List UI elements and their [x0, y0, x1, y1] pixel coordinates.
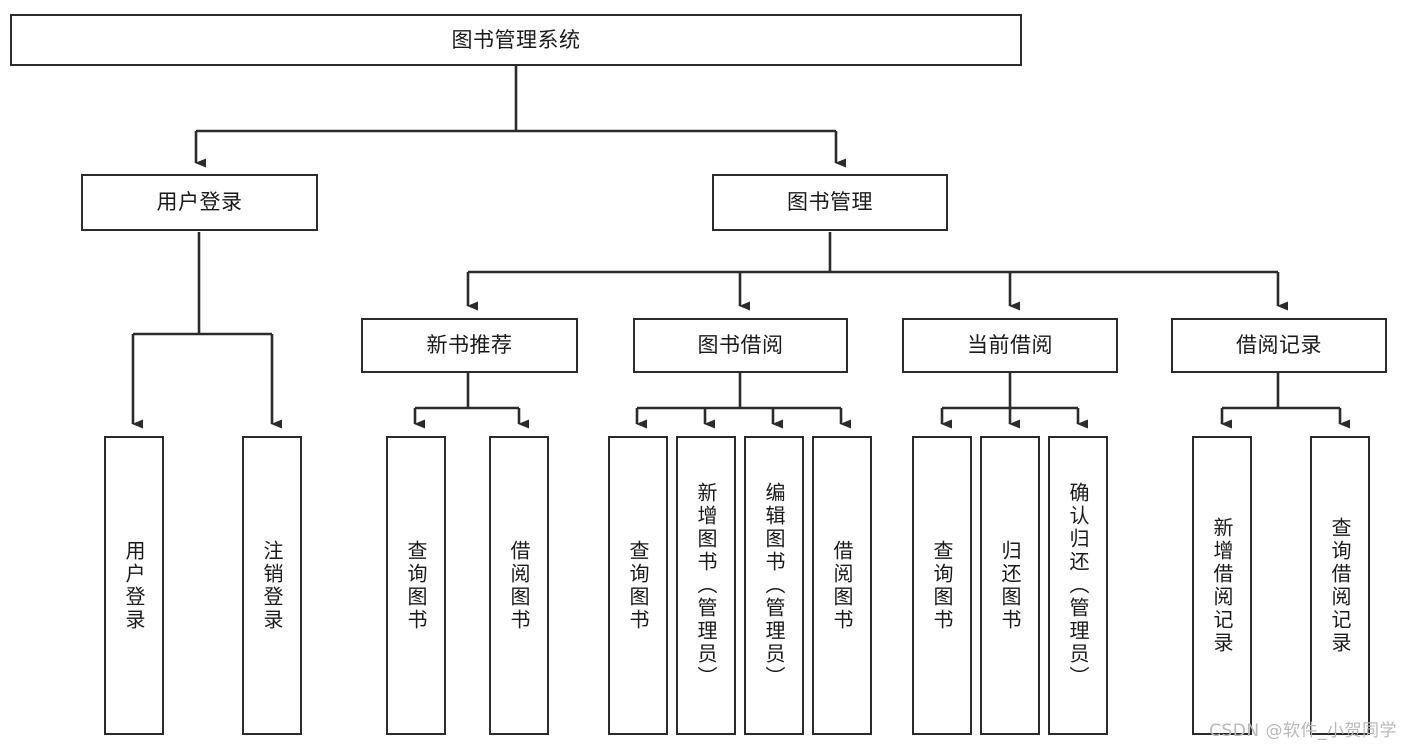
csdn-watermark: CSDN @软件_小贺同学: [1209, 721, 1397, 741]
node-leaf-logout-label: 注销登录: [260, 539, 284, 632]
node-book-borrow[interactable]: 图书借阅: [633, 318, 848, 373]
node-leaf-query-book-recommend-label: 查询图书: [404, 539, 428, 632]
node-leaf-query-book-current-label: 查询图书: [930, 539, 954, 632]
node-leaf-edit-book-admin-label: 编辑图书（管理员）: [762, 482, 786, 689]
node-leaf-borrow-book[interactable]: 借阅图书: [812, 436, 872, 735]
node-book-management-label: 图书管理: [787, 190, 873, 215]
edges-userlogin-to-leaves: [131, 232, 282, 429]
node-borrow-record-label: 借阅记录: [1236, 333, 1322, 358]
node-leaf-user-login-label: 用户登录: [122, 539, 146, 632]
node-leaf-query-book-recommend[interactable]: 查询图书: [386, 436, 446, 735]
node-borrow-record[interactable]: 借阅记录: [1171, 318, 1387, 373]
edges-newbook-to-leaves: [413, 373, 529, 429]
node-leaf-add-book-admin[interactable]: 新增图书（管理员）: [676, 436, 736, 735]
edges-bookborrow-to-leaves: [635, 373, 851, 429]
node-new-book-recommend[interactable]: 新书推荐: [361, 318, 578, 373]
node-leaf-query-borrow-record[interactable]: 查询借阅记录: [1310, 436, 1370, 735]
node-current-borrow[interactable]: 当前借阅: [902, 318, 1118, 373]
node-leaf-user-login[interactable]: 用户登录: [104, 436, 164, 735]
node-leaf-borrow-book-recommend-label: 借阅图书: [507, 539, 531, 632]
node-leaf-query-book-current[interactable]: 查询图书: [912, 436, 972, 735]
node-book-borrow-label: 图书借阅: [697, 333, 784, 358]
node-root-system[interactable]: 图书管理系统: [10, 14, 1022, 66]
node-leaf-add-borrow-record-label: 新增借阅记录: [1210, 516, 1234, 655]
node-leaf-return-book-label: 归还图书: [998, 539, 1022, 632]
node-leaf-add-book-admin-label: 新增图书（管理员）: [694, 482, 718, 689]
node-new-book-recommend-label: 新书推荐: [426, 333, 513, 358]
node-leaf-borrow-book-label: 借阅图书: [830, 539, 854, 632]
node-root-system-label: 图书管理系统: [451, 27, 581, 52]
node-leaf-query-borrow-record-label: 查询借阅记录: [1328, 516, 1352, 655]
node-leaf-query-book-borrow-label: 查询图书: [626, 539, 650, 632]
node-leaf-add-borrow-record[interactable]: 新增借阅记录: [1192, 436, 1252, 735]
node-leaf-confirm-return-admin-label: 确认归还（管理员）: [1066, 482, 1090, 689]
node-leaf-edit-book-admin[interactable]: 编辑图书（管理员）: [744, 436, 804, 735]
node-book-management[interactable]: 图书管理: [712, 174, 948, 231]
edges-currentborrow-to-leaves: [940, 373, 1088, 429]
edges-borrowrecord-to-leaves: [1220, 373, 1350, 429]
edges-root-to-level2: [194, 66, 846, 168]
node-leaf-return-book[interactable]: 归还图书: [980, 436, 1040, 735]
edges-bookmgmt-to-level3: [466, 232, 1288, 311]
node-user-login[interactable]: 用户登录: [81, 174, 318, 231]
node-leaf-logout[interactable]: 注销登录: [242, 436, 302, 735]
node-user-login-label: 用户登录: [156, 190, 243, 215]
node-leaf-query-book-borrow[interactable]: 查询图书: [608, 436, 668, 735]
node-leaf-confirm-return-admin[interactable]: 确认归还（管理员）: [1048, 436, 1108, 735]
node-current-borrow-label: 当前借阅: [967, 333, 1053, 358]
node-leaf-borrow-book-recommend[interactable]: 借阅图书: [489, 436, 549, 735]
